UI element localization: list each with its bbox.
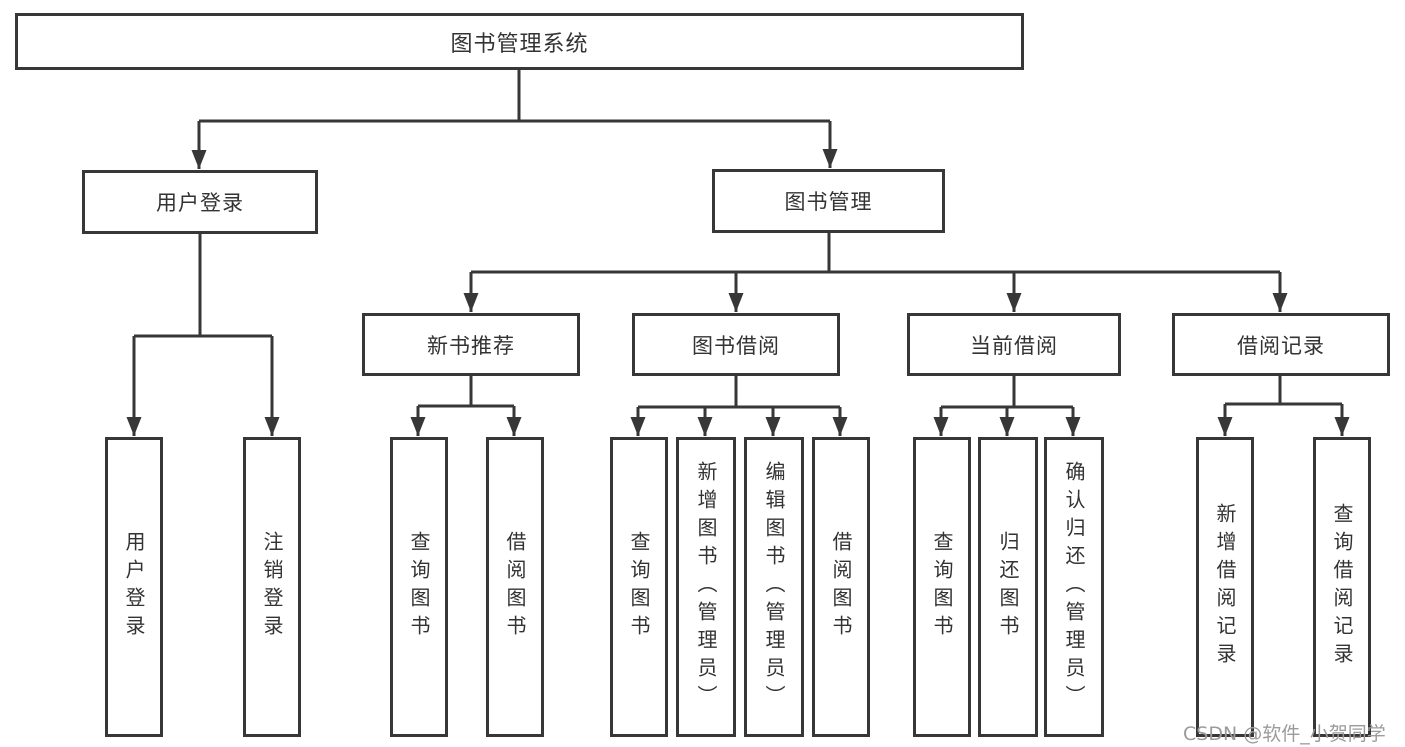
node-label: 借阅图书 — [829, 531, 853, 643]
node-label: 借阅记录 — [1237, 333, 1325, 358]
node-label: 查询图书 — [627, 531, 651, 643]
node-label: 图书管理 — [784, 190, 873, 214]
node-label: 查询图书 — [930, 531, 954, 643]
leaf-add-book-admin: 新增图书（管理员） — [676, 437, 736, 737]
connector-trunks — [134, 70, 1342, 409]
node-label: 图书借阅 — [692, 333, 780, 358]
node-label: 查询图书 — [407, 531, 431, 643]
leaf-borrow-books: 借阅图书 — [812, 437, 870, 737]
node-book-management: 图书管理 — [712, 169, 945, 233]
leaf-user-login: 用户登录 — [105, 437, 163, 737]
node-label: 注销登录 — [260, 531, 284, 643]
node-label: 新增图书（管理员） — [694, 461, 718, 713]
node-label: 归还图书 — [996, 531, 1020, 643]
leaf-query-books-recommend: 查询图书 — [390, 437, 448, 737]
node-label: 用户登录 — [122, 531, 146, 643]
node-label: 新书推荐 — [427, 333, 515, 358]
node-root: 图书管理系统 — [15, 13, 1024, 70]
node-label: 编辑图书（管理员） — [762, 461, 786, 713]
csdn-watermark: CSDN @软件_小贺同学 — [1183, 723, 1386, 745]
node-label: 图书管理系统 — [450, 31, 589, 57]
node-current-borrow: 当前借阅 — [907, 313, 1121, 376]
node-label: 用户登录 — [156, 191, 244, 215]
node-label: 确认归还（管理员） — [1062, 461, 1086, 713]
leaf-confirm-return-admin: 确认归还（管理员） — [1044, 437, 1104, 737]
leaf-borrow-books-recommend: 借阅图书 — [486, 437, 544, 737]
node-book-borrow: 图书借阅 — [632, 313, 840, 376]
node-label: 新增借阅记录 — [1213, 503, 1237, 671]
leaf-query-books-borrow: 查询图书 — [610, 437, 668, 737]
leaf-edit-book-admin: 编辑图书（管理员） — [744, 437, 804, 737]
node-borrow-records: 借阅记录 — [1172, 313, 1390, 376]
leaf-query-borrow-record: 查询借阅记录 — [1313, 437, 1371, 737]
node-user-login: 用户登录 — [82, 170, 318, 234]
node-label: 当前借阅 — [970, 333, 1058, 358]
node-new-book-recommend: 新书推荐 — [362, 313, 580, 376]
node-label: 借阅图书 — [503, 531, 527, 643]
node-label: 查询借阅记录 — [1330, 503, 1354, 671]
leaf-return-book: 归还图书 — [978, 437, 1038, 737]
leaf-logout: 注销登录 — [243, 437, 301, 737]
leaf-add-borrow-record: 新增借阅记录 — [1196, 437, 1254, 737]
leaf-query-books-current: 查询图书 — [913, 437, 971, 737]
